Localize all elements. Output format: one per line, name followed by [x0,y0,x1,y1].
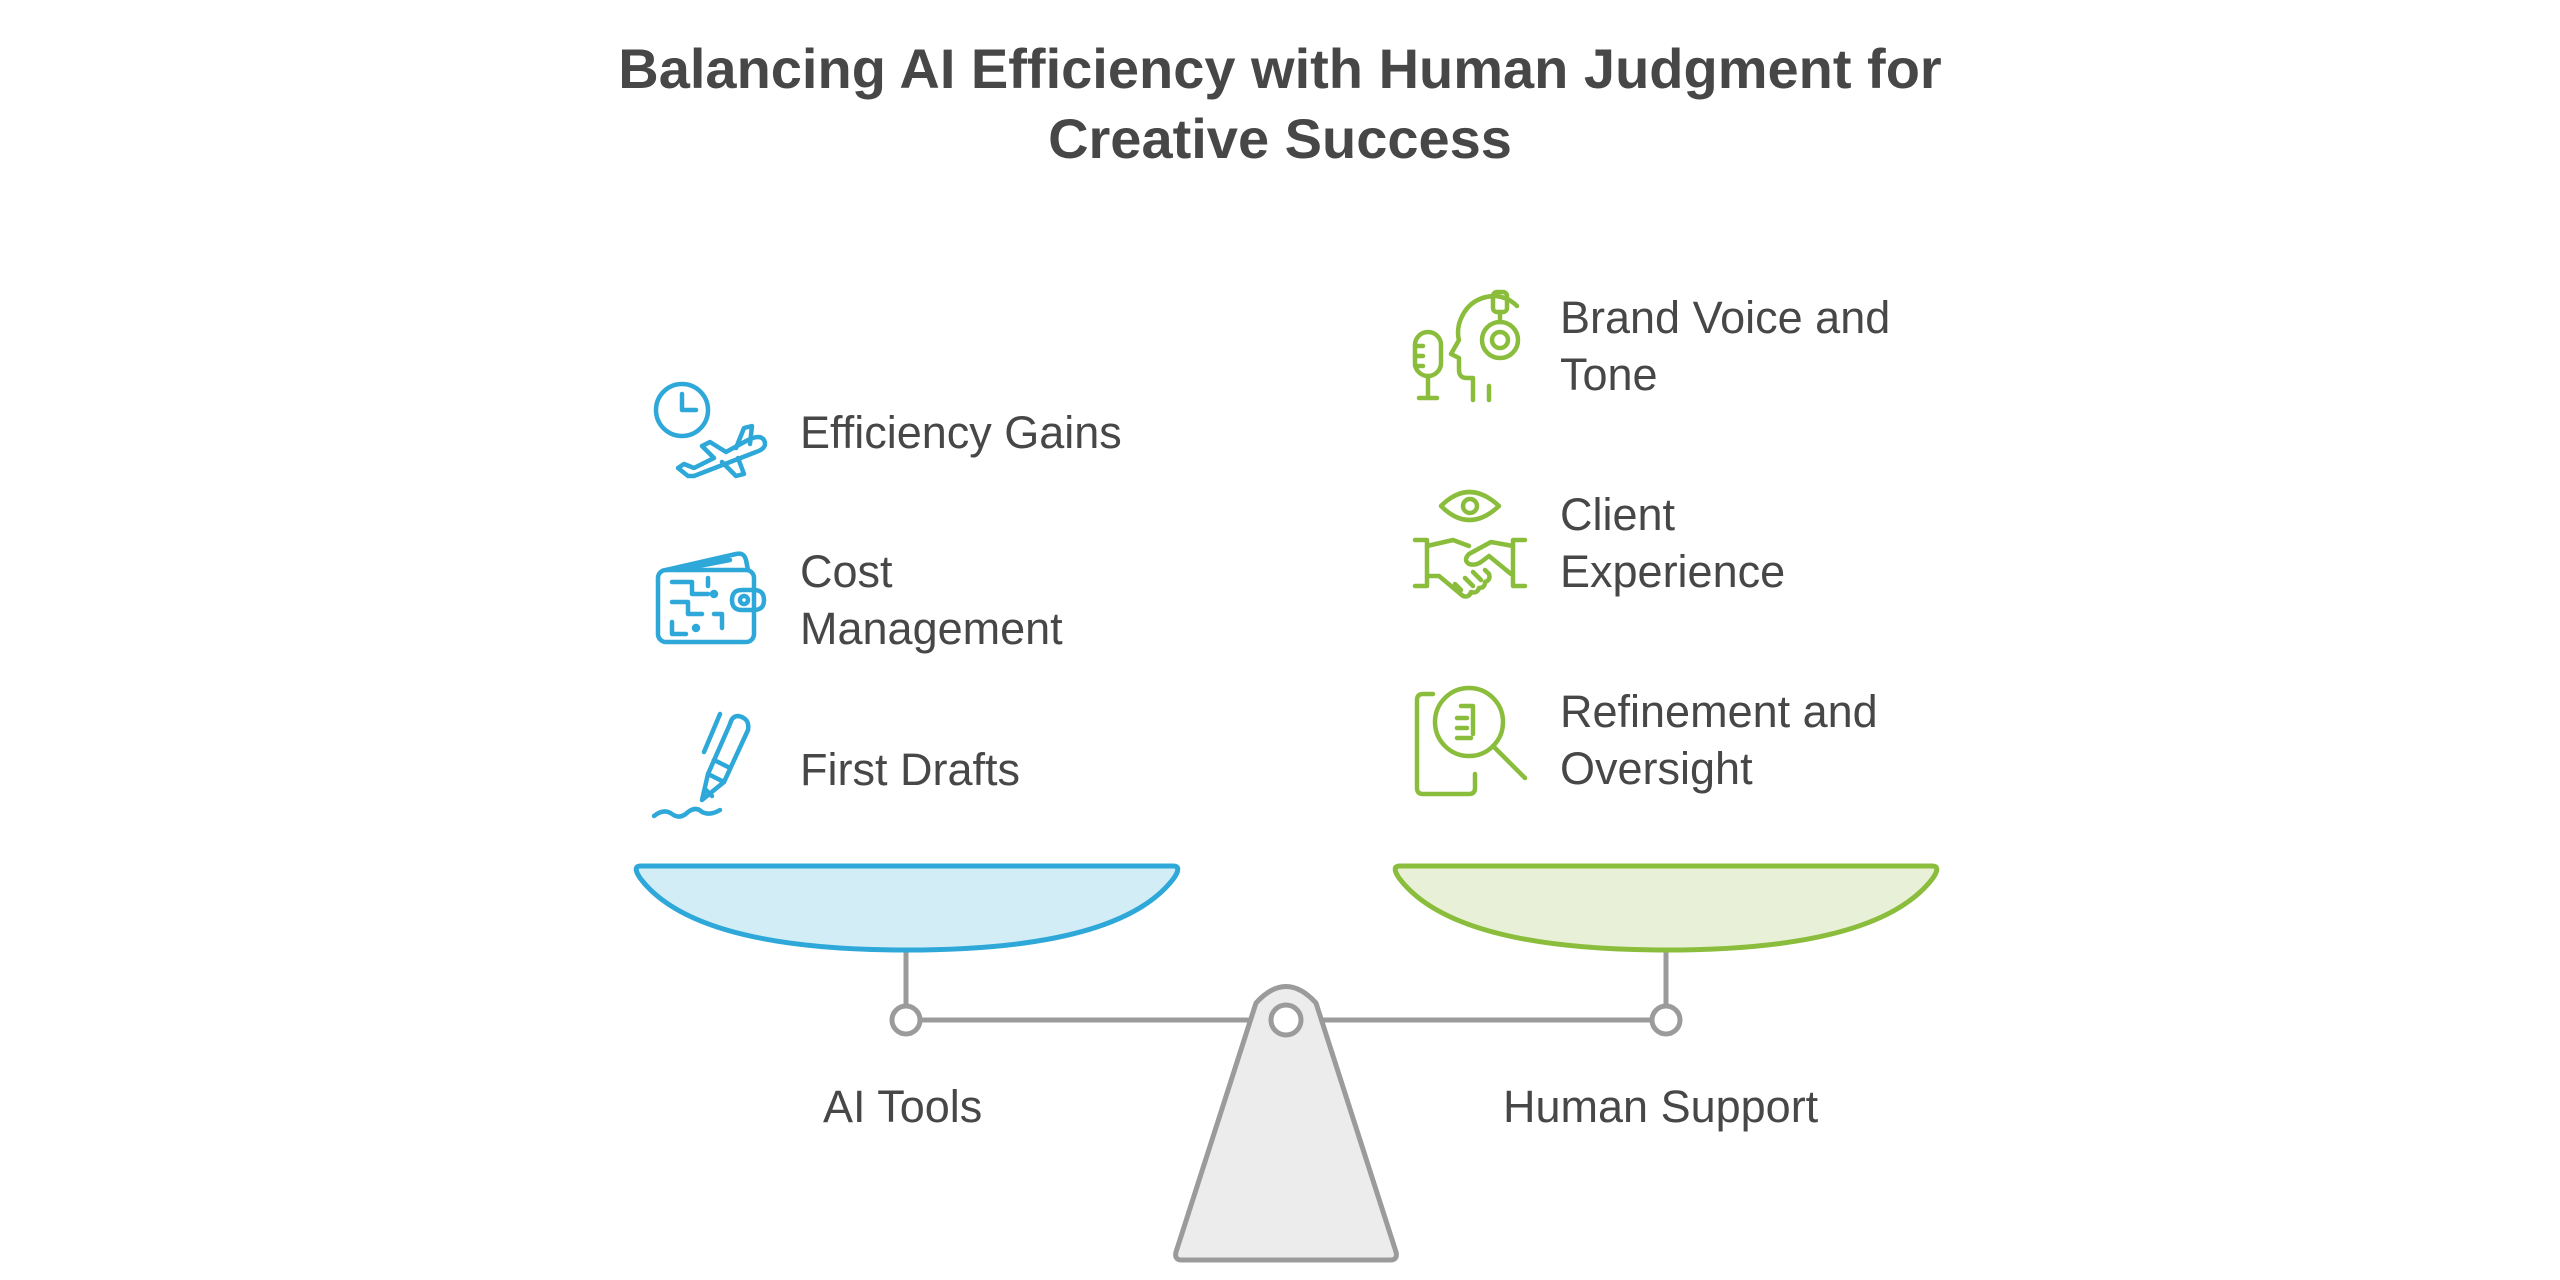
item-cost-management: Cost Management [800,546,1063,654]
item-client-experience: Client Experience [1560,489,1786,597]
item-brand-voice: Brand Voice and Tone [1560,292,1891,400]
right-pivot [1649,1003,1683,1037]
left-pan-label: AI Tools [823,1081,983,1132]
clock-airplane-icon [652,380,770,486]
item-refinement-oversight: Refinement and Oversight [1560,686,1878,794]
title-line-2: Creative Success [1048,107,1512,170]
left-pan [633,863,1181,953]
title-line-1: Balancing AI Efficiency with Human Judgm… [618,37,1942,100]
document-magnifier-icon [1413,682,1531,800]
right-pan-label: Human Support [1503,1081,1819,1132]
pen-signature-icon [651,708,770,826]
fulcrum [1173,984,1399,1263]
eye-handshake-icon [1412,484,1531,602]
right-pan [1392,863,1940,953]
item-first-drafts: First Drafts [800,744,1020,795]
left-pivot [889,1003,923,1037]
fulcrum-pivot [1268,1002,1304,1038]
wallet-circuit-icon [652,548,770,648]
item-efficiency-gains: Efficiency Gains [800,407,1122,458]
head-microphone-icon [1412,289,1531,406]
diagram-title: Balancing AI Efficiency with Human Judgm… [0,34,2560,174]
